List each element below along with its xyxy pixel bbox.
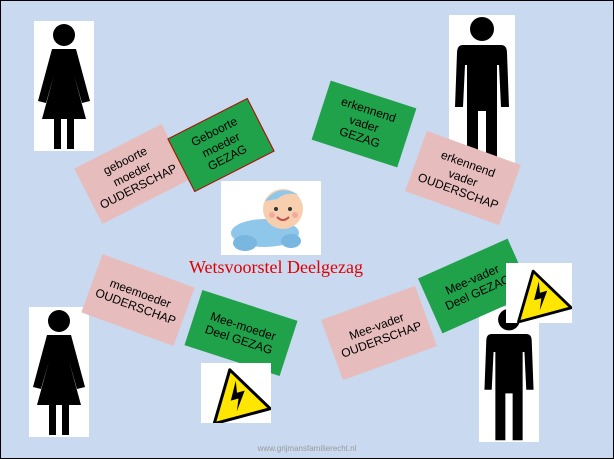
footer-url: www.grijmansfamilierecht.nl (257, 444, 357, 453)
card-label: Mee-moeder Deel GEZAG (203, 308, 278, 358)
woman-icon-bottom-left (29, 307, 89, 437)
baby-icon (221, 181, 321, 255)
card-label: erkennend vader GEZAG (337, 94, 398, 151)
card-label: Mee-vader OUDERSCHAP (339, 309, 424, 361)
card-label: geboorte moeder OUDERSCHAP (97, 144, 180, 213)
card-label: Mee-vader Deel GEZAG (442, 261, 513, 314)
card-meemoeder-ouderschap: meemoeder OUDERSCHAP (81, 254, 195, 346)
high-voltage-warning-icon (506, 263, 573, 324)
diagram-title: Wetsvoorstel Deelgezag (189, 257, 363, 277)
card-mee-vader-ouderschap: Mee-vader OUDERSCHAP (321, 285, 437, 381)
woman-icon-top-left (34, 21, 94, 151)
card-erkennend-vader-gezag: erkennend vader GEZAG (311, 80, 417, 168)
man-icon-bottom-right (479, 307, 539, 442)
card-label: meemoeder OUDERSCHAP (93, 275, 178, 328)
high-voltage-warning-icon (201, 363, 272, 426)
man-icon-top-right (449, 15, 515, 165)
card-label: Geboorte moeder GEZAG (188, 114, 250, 174)
